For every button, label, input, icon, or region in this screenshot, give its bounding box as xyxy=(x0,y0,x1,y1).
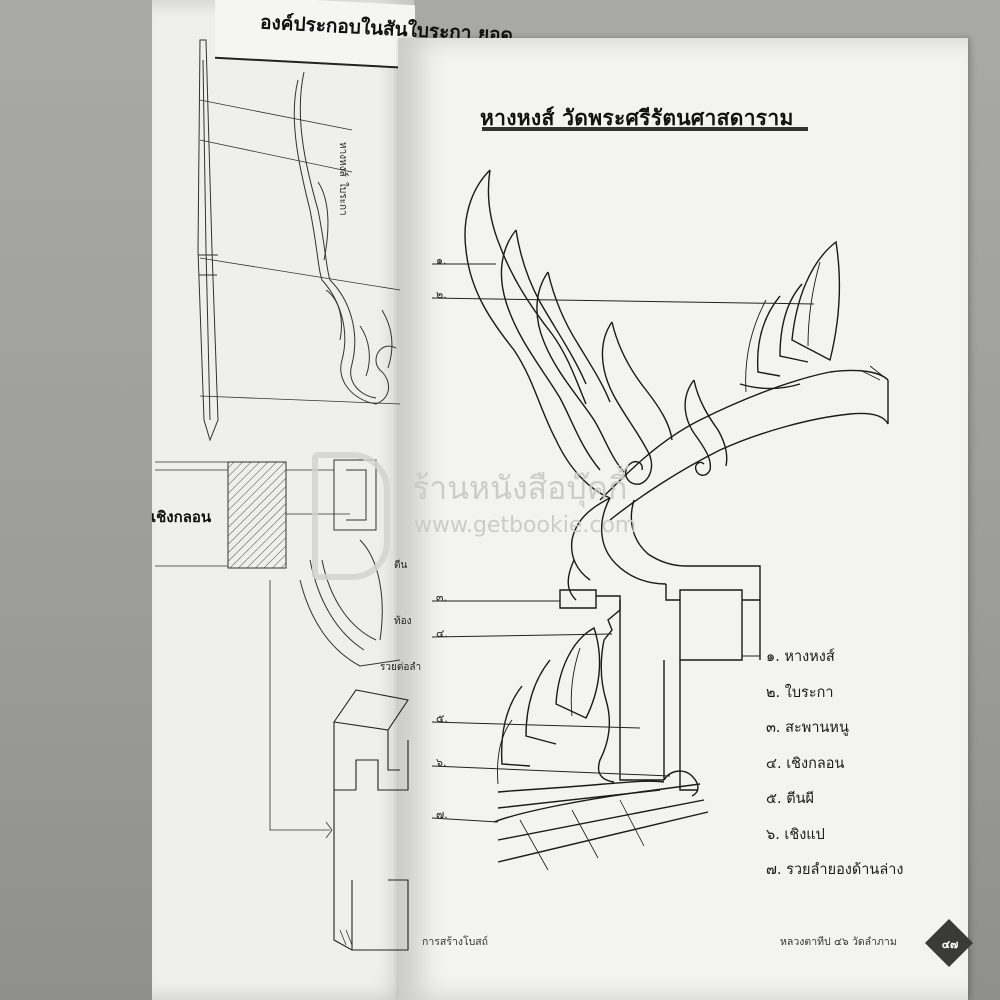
watermark-logo xyxy=(312,452,390,580)
legend-item: ๕. ตีนผี xyxy=(766,791,815,807)
legend-item: ๓. สะพานหนู xyxy=(766,720,849,736)
legend-item: ๑. หางหงส์ xyxy=(766,649,835,665)
legend-item: ๔. เชิงกลอน xyxy=(766,755,845,772)
callout-5: ๕. xyxy=(436,712,448,725)
left-bracket-3d-drawing xyxy=(333,689,409,951)
watermark-name: ร้านหนังสือบุ๊คกี้ xyxy=(412,469,628,507)
left-section-drawing xyxy=(155,459,401,839)
left-callout-tin: ตีน xyxy=(394,560,408,571)
left-callout-hanghong: หางหงส์ xyxy=(337,142,348,177)
right-page xyxy=(398,38,968,1000)
callout-4: ๔. xyxy=(436,627,448,640)
callout-6: ๖. xyxy=(436,756,447,769)
left-callout-bairaka: ใบระกา xyxy=(337,182,348,216)
hang-hong-diagram xyxy=(464,169,889,871)
diagram-title: หางหงส์ วัดพระศรีรัตนศาสดาราม xyxy=(480,106,794,130)
callout-1: ๑. xyxy=(436,254,447,267)
callout-3: ๓. xyxy=(436,591,448,604)
left-side-label: เชิงกลอน xyxy=(151,508,212,526)
callout-7: ๗. xyxy=(436,808,448,821)
title-underline xyxy=(482,127,808,131)
callout-2: ๒. xyxy=(436,288,447,301)
right-footer: หลวงตาทีป ๔๖ วัดลำภาม xyxy=(780,936,897,948)
legend: ๑. หางหงส์ ๒. ใบระกา ๓. สะพานหนู ๔. เชิง… xyxy=(766,640,903,889)
left-footer: การสร้างโบสถ์ xyxy=(422,936,489,948)
watermark-url: www.getbookie.com xyxy=(414,513,637,538)
left-callout-thong: ท้อง xyxy=(394,616,412,627)
left-elevation-drawing xyxy=(197,39,401,442)
callout-leaders xyxy=(431,263,815,823)
legend-item: ๒. ใบระกา xyxy=(766,684,834,701)
legend-item: ๗. รวยลำยองด้านล่าง xyxy=(766,862,904,878)
page-number: ๔๗ xyxy=(941,938,959,951)
legend-item: ๖. เชิงแป xyxy=(766,826,825,843)
left-callout-ruay: รวยต่อลำ xyxy=(380,662,422,673)
